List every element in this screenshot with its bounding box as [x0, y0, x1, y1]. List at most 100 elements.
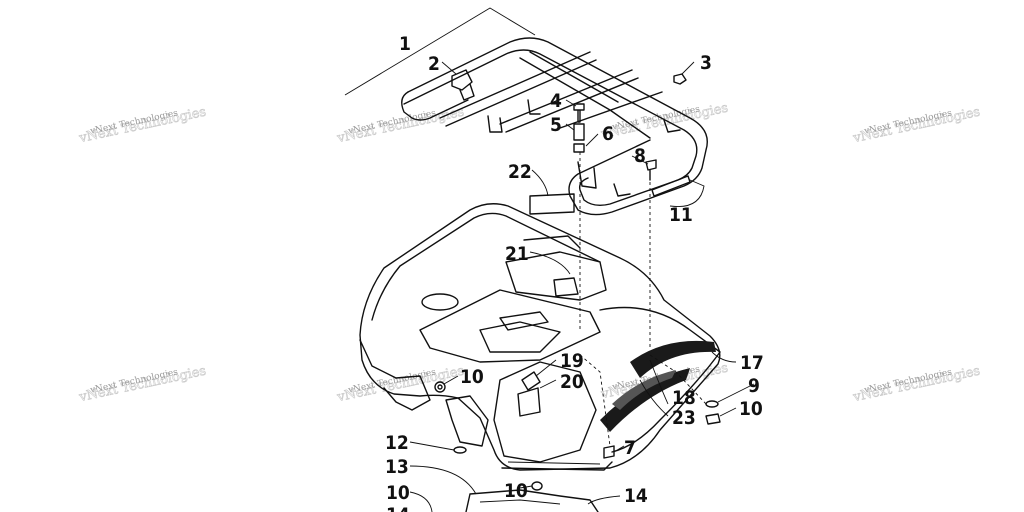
leader-7: [613, 445, 625, 453]
leader-2: [441, 61, 457, 75]
alignment-line: [579, 354, 611, 447]
fender-ridge: [523, 235, 581, 249]
leader-10-right: [719, 407, 737, 417]
rack-front-end: [401, 91, 469, 121]
callout-10-bottom-left: 10: [386, 482, 410, 504]
nut-part-10-bottom: [531, 481, 543, 491]
leader-12: [409, 441, 455, 451]
fender-logo-decal: [553, 277, 579, 297]
callout-9: 9: [748, 375, 760, 397]
callout-18: 18: [672, 387, 696, 409]
mud-flap-detail: [479, 499, 561, 505]
callout-6: 6: [602, 123, 614, 145]
bolt-part-4: [573, 103, 585, 123]
fender-front-decal: [517, 387, 541, 417]
leader-23: [639, 379, 669, 417]
leader-21: [529, 251, 571, 275]
leader-5: [565, 123, 575, 131]
fender-center-panel: [505, 251, 607, 301]
fender-stripe-accent: [612, 370, 676, 410]
fender-tray: [479, 321, 561, 353]
callout-22: 22: [508, 161, 532, 183]
rack-leg: [487, 115, 503, 133]
rear-fender: [359, 203, 721, 512]
spacer-part-5: [573, 123, 585, 141]
leader-lines: [409, 61, 755, 512]
callout-10-left: 10: [460, 366, 484, 388]
rack-leg: [527, 99, 541, 115]
alignment-line: [649, 354, 707, 405]
grommet-part-6: [573, 143, 585, 153]
reflector-part-19: [521, 371, 541, 391]
plug-part-12: [453, 446, 467, 454]
callout-1: 1: [399, 33, 411, 55]
mud-flap: [465, 489, 599, 512]
callout-4: 4: [550, 90, 562, 112]
callout-7: 7: [624, 437, 636, 459]
hardware: [434, 73, 721, 491]
leader-9: [717, 383, 755, 403]
leader-18: [649, 359, 669, 405]
rack-cross-member-2: [499, 69, 639, 133]
clip-part: [451, 69, 473, 91]
fender-bottom-trim: [501, 461, 613, 471]
callout-19: 19: [560, 350, 584, 372]
watermarks: vNext Technologies vNext Technologies vN…: [77, 100, 982, 405]
callout-14-left: 14: [386, 504, 410, 512]
nut-hole: [437, 384, 443, 390]
callout-17: 17: [740, 352, 764, 374]
fender-outer-shell: [359, 203, 721, 471]
fender-left-flap: [359, 339, 431, 411]
rear-rack: [344, 7, 708, 216]
nut-part-3: [673, 73, 687, 85]
rack-cross-member-1: [439, 51, 597, 127]
clip-part: [459, 83, 475, 101]
fastener-part-7: [603, 445, 615, 459]
callout-5: 5: [550, 114, 562, 136]
leader-10-left: [443, 375, 459, 385]
callouts: 1 2 3 4 5 6 7 8 9 10 10 10 10 11 12 13 1…: [385, 33, 764, 512]
nut-part-10: [705, 413, 721, 425]
leader-4: [565, 99, 577, 107]
leader-10-bottom: [519, 485, 533, 489]
rack-side-rail: [519, 51, 651, 139]
leader-10-bottom-left: [409, 491, 433, 512]
callout-13: 13: [385, 456, 409, 478]
leader-11: [669, 179, 705, 208]
callout-23: 23: [672, 407, 696, 429]
alignment-lines: [579, 152, 707, 447]
callout-11: 11: [669, 204, 693, 226]
leader-6: [585, 133, 599, 147]
leader-14-right: [587, 495, 621, 505]
leader-13: [409, 465, 477, 495]
washer-part-9: [705, 400, 719, 408]
fender-stripe-decal: [630, 340, 716, 378]
callout-8: 8: [634, 145, 646, 167]
callout-14-right: 14: [624, 485, 648, 507]
fender-stripe-decal-lower: [600, 368, 690, 432]
fender-rim: [371, 212, 601, 321]
leader-22: [531, 169, 549, 197]
bolt-part-8: [645, 159, 657, 181]
leader-20: [539, 379, 557, 389]
callout-2: 2: [428, 53, 440, 75]
rack-bracket-line: [344, 7, 536, 96]
fender-recess: [421, 293, 459, 311]
leader-8: [631, 155, 649, 165]
decal-part-22: [529, 193, 575, 215]
rack-leg: [663, 119, 681, 133]
fender-front-face: [493, 361, 597, 463]
fender-tray-step: [499, 311, 549, 331]
callout-12: 12: [385, 432, 409, 454]
leader-17: [711, 351, 737, 363]
callout-21: 21: [505, 243, 529, 265]
callout-3: 3: [700, 52, 712, 74]
rack-leg: [613, 183, 631, 197]
nut-part-10-left: [434, 381, 446, 393]
callout-10-bottom: 10: [504, 480, 528, 502]
rack-leg: [577, 161, 597, 189]
fender-deck-opening: [419, 289, 601, 363]
fender-wheel-arch: [599, 306, 721, 453]
rack-decal: [651, 175, 691, 197]
